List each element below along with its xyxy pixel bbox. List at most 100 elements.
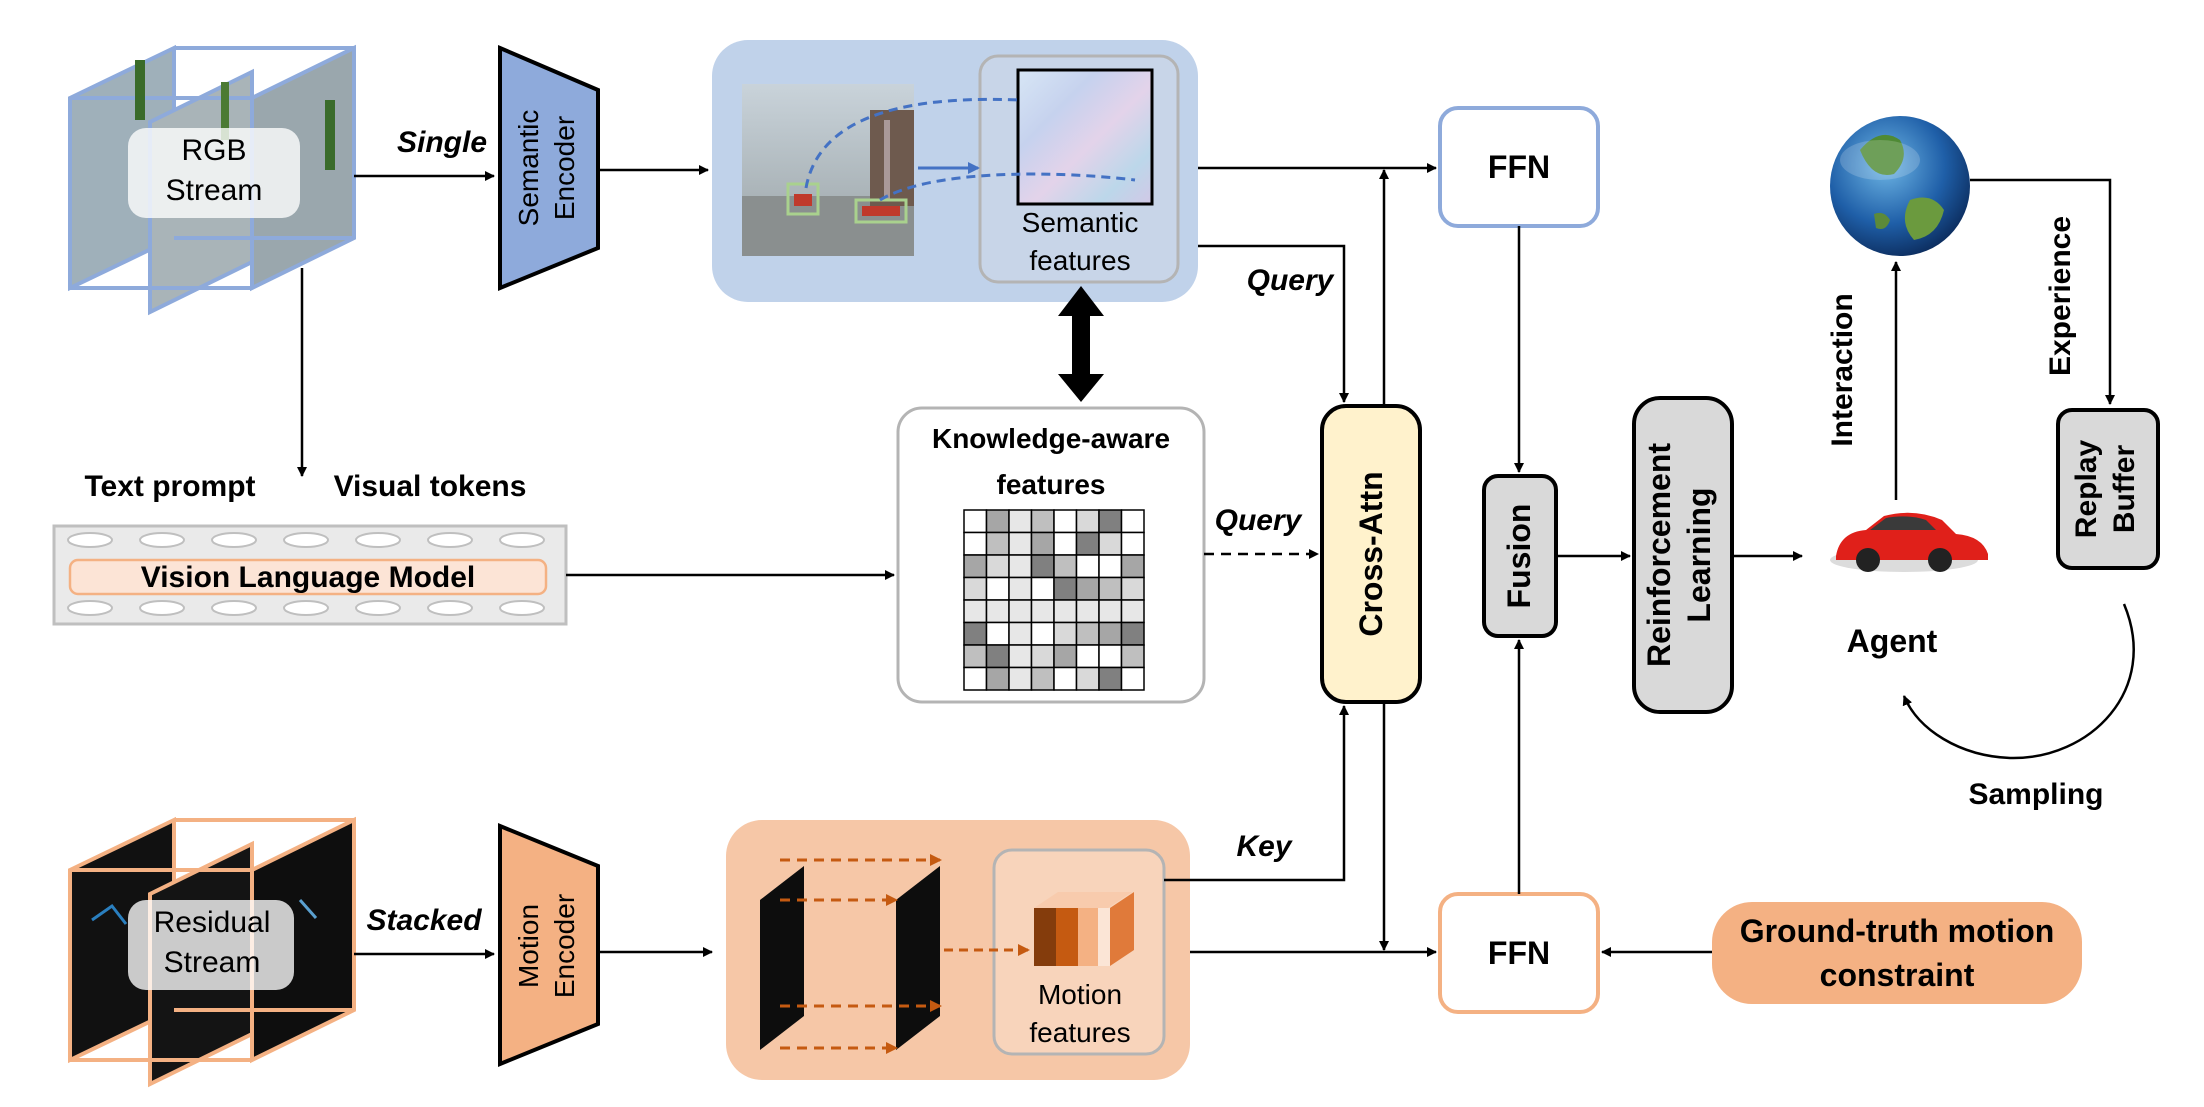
grid-cell xyxy=(1120,509,1145,534)
semantic-encoder-label-1: Semantic xyxy=(513,110,544,227)
gt-motion-constraint: Ground-truth motion constraint xyxy=(1712,902,2082,1004)
motion-encoder-label-1: Motion xyxy=(513,904,544,988)
cross-attn-module: Cross-Attn xyxy=(1320,404,1422,704)
grid-cell xyxy=(1030,531,1055,556)
grid-cell xyxy=(1075,509,1100,534)
grid-cell xyxy=(1053,576,1078,601)
ffn-bottom-label: FFN xyxy=(1488,935,1550,971)
knowledge-features-label-1: Knowledge-aware xyxy=(932,423,1170,454)
fusion-label: Fusion xyxy=(1501,504,1537,609)
text-prompt-label: Text prompt xyxy=(84,470,255,503)
grid-cell xyxy=(1075,644,1100,669)
grid-cell xyxy=(1053,666,1078,691)
vlm-token-row xyxy=(67,532,545,616)
grid-cell xyxy=(1075,576,1100,601)
key-label: Key xyxy=(1236,830,1292,863)
grid-cell xyxy=(1053,644,1078,669)
stacked-label: Stacked xyxy=(366,904,482,937)
grid-cell xyxy=(1053,554,1078,579)
replay-label-2: Buffer xyxy=(2108,445,2141,534)
grid-cell xyxy=(1098,554,1123,579)
grid-cell xyxy=(1120,644,1145,669)
grid-cell xyxy=(1098,531,1123,556)
grid-cell xyxy=(1098,644,1123,669)
grid-cell xyxy=(985,531,1010,556)
grid-cell xyxy=(963,644,988,669)
grid-cell xyxy=(963,599,988,624)
grid-cell xyxy=(1008,644,1033,669)
grid-cell xyxy=(1098,509,1123,534)
grid-cell xyxy=(1008,509,1033,534)
vlm-token xyxy=(355,600,401,616)
visual-tokens-label: Visual tokens xyxy=(334,470,527,503)
grid-cell xyxy=(1008,621,1033,646)
semantic-encoder-label-2: Encoder xyxy=(549,116,580,220)
replay-buffer: Replay Buffer xyxy=(2056,408,2160,570)
grid-cell xyxy=(1075,531,1100,556)
motion-features-label-2: features xyxy=(1029,1017,1130,1048)
cross-attn-label: Cross-Attn xyxy=(1353,471,1389,636)
rl-label-1: Reinforcement xyxy=(1641,443,1677,667)
grid-cell xyxy=(985,554,1010,579)
grid-cell xyxy=(1053,509,1078,534)
grid-cell xyxy=(1098,666,1123,691)
grid-cell xyxy=(1008,554,1033,579)
sampling-label: Sampling xyxy=(1968,778,2103,811)
grid-cell xyxy=(1030,666,1055,691)
grid-cell xyxy=(963,554,988,579)
vlm-token xyxy=(499,532,545,548)
rgb-stream-label-2: Stream xyxy=(166,174,263,207)
residual-stream-label-1: Residual xyxy=(154,906,271,939)
grid-cell xyxy=(1075,599,1100,624)
grid-cell xyxy=(1008,599,1033,624)
vlm-label: Vision Language Model xyxy=(141,561,475,594)
query-top-label: Query xyxy=(1247,264,1335,297)
vlm-token xyxy=(67,600,113,616)
grid-cell xyxy=(1030,509,1055,534)
query-mid-label: Query xyxy=(1215,504,1303,537)
gt-label-1: Ground-truth motion xyxy=(1740,913,2055,949)
rgb-stream-label-1: RGB xyxy=(181,134,246,167)
grid-cell xyxy=(1053,531,1078,556)
grid-cell xyxy=(1120,621,1145,646)
grid-cell xyxy=(1120,576,1145,601)
vlm-token xyxy=(283,532,329,548)
ffn-top: FFN xyxy=(1438,106,1600,228)
vlm-token xyxy=(139,532,185,548)
rl-label-2: Learning xyxy=(1681,487,1717,622)
grid-cell xyxy=(1030,554,1055,579)
semantic-encoder: Semantic Encoder xyxy=(498,44,600,291)
grid-cell xyxy=(1008,666,1033,691)
grid-cell xyxy=(1120,531,1145,556)
experience-label: Experience xyxy=(2044,216,2077,376)
globe-icon xyxy=(1830,116,1970,256)
grid-cell xyxy=(1120,554,1145,579)
grid-cell xyxy=(985,599,1010,624)
grid-cell xyxy=(985,621,1010,646)
residual-stream: Residual Stream xyxy=(68,816,356,1088)
grid-cell xyxy=(1098,576,1123,601)
vlm-token xyxy=(211,532,257,548)
interaction-label: Interaction xyxy=(1826,293,1859,446)
grid-cell xyxy=(985,509,1010,534)
grid-cell xyxy=(1098,621,1123,646)
grid-cell xyxy=(1098,599,1123,624)
ffn-bottom: FFN xyxy=(1438,892,1600,1014)
knowledge-features-label-2: features xyxy=(997,469,1106,500)
grid-cell xyxy=(1030,576,1055,601)
rgb-stream: RGB Stream xyxy=(68,44,356,316)
grid-cell xyxy=(963,621,988,646)
grid-cell xyxy=(1120,599,1145,624)
grid-cell xyxy=(985,666,1010,691)
semantic-knowledge-link xyxy=(1058,286,1104,402)
vlm-token xyxy=(67,532,113,548)
grid-cell xyxy=(963,576,988,601)
vlm-token xyxy=(211,600,257,616)
grid-cell xyxy=(1075,666,1100,691)
grid-cell xyxy=(1008,576,1033,601)
vlm-token xyxy=(283,600,329,616)
motion-features-label-1: Motion xyxy=(1038,979,1122,1010)
semantic-features-label-2: features xyxy=(1029,245,1130,276)
knowledge-features-box: Knowledge-aware features xyxy=(896,406,1206,704)
